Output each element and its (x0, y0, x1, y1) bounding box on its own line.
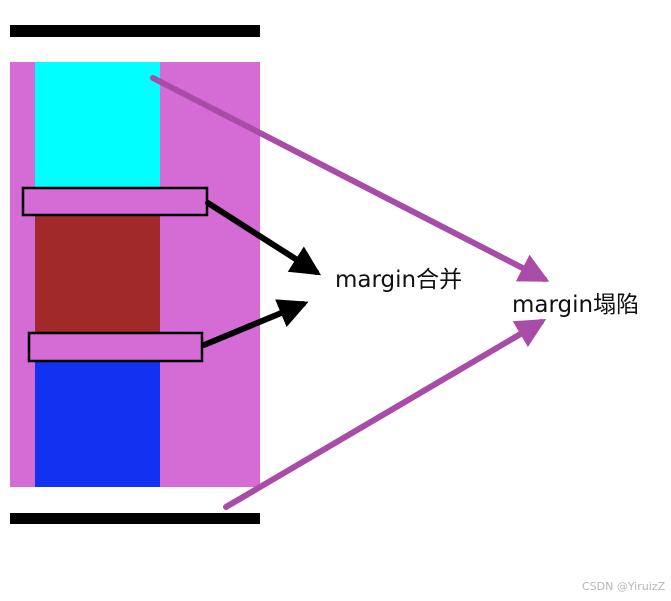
child-box-top (35, 62, 160, 187)
arrow-merge-lower (201, 299, 309, 348)
label-margin-merge: margin合并 (335, 267, 463, 293)
margin-gap-lower (27, 331, 204, 363)
top-bar (10, 25, 260, 37)
margin-gap-upper (21, 186, 209, 217)
arrow-merge-upper (205, 200, 322, 276)
label-margin-collapse: margin塌陷 (512, 292, 640, 318)
bottom-bar (10, 513, 260, 524)
watermark: CSDN @YiruizZ (582, 580, 666, 593)
arrow-collapse-upper (150, 75, 550, 282)
arrow-collapse-lower (223, 318, 547, 510)
child-box-middle (35, 212, 160, 337)
child-box-bottom (35, 362, 160, 487)
